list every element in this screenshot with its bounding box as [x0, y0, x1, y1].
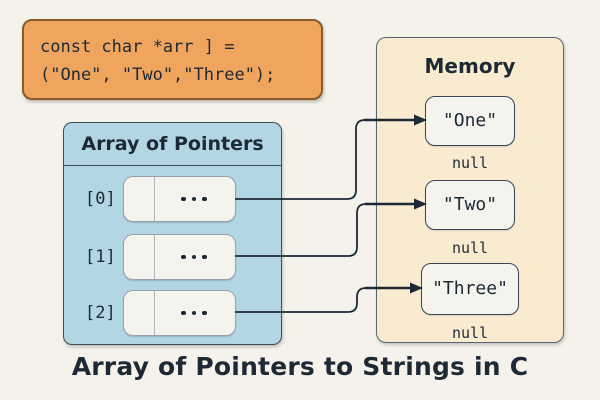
code-line-2: ("One", "Two","Three");	[40, 65, 276, 85]
pointer-cell-2	[122, 290, 236, 336]
memory-box: Memory "One" null "Two" null "Three" nul…	[376, 37, 564, 343]
pointer-cell-0	[122, 176, 236, 222]
array-of-pointers-box: Array of Pointers [0] [1] [2]	[63, 122, 282, 345]
index-label-0: [0]	[85, 189, 116, 209]
string-cell-three: "Three"	[421, 263, 519, 315]
array-of-pointers-title: Array of Pointers	[64, 123, 281, 166]
memory-title: Memory	[424, 54, 516, 78]
ellipsis-dots-0	[154, 177, 235, 221]
array-row-0: [0]	[64, 176, 281, 222]
null-terminator-one: null	[451, 154, 489, 172]
code-line-1: const char *arr ] =	[40, 37, 235, 57]
index-label-1: [1]	[85, 247, 116, 267]
array-row-2: [2]	[64, 290, 281, 336]
diagram-caption: Array of Pointers to Strings in C	[71, 352, 529, 381]
array-row-1: [1]	[64, 234, 281, 280]
cell-divider	[153, 177, 155, 221]
index-label-2: [2]	[85, 303, 116, 323]
null-terminator-three: null	[451, 324, 489, 342]
ellipsis-dots-1	[154, 235, 235, 279]
cell-divider	[153, 235, 155, 279]
pointer-cell-1	[122, 234, 236, 280]
string-cell-two: "Two"	[425, 180, 515, 230]
string-cell-one: "One"	[425, 96, 515, 146]
cell-divider	[153, 291, 155, 335]
code-snippet-box: const char *arr ] = ("One", "Two","Three…	[22, 19, 323, 100]
null-terminator-two: null	[451, 239, 489, 257]
ellipsis-dots-2	[154, 291, 235, 335]
